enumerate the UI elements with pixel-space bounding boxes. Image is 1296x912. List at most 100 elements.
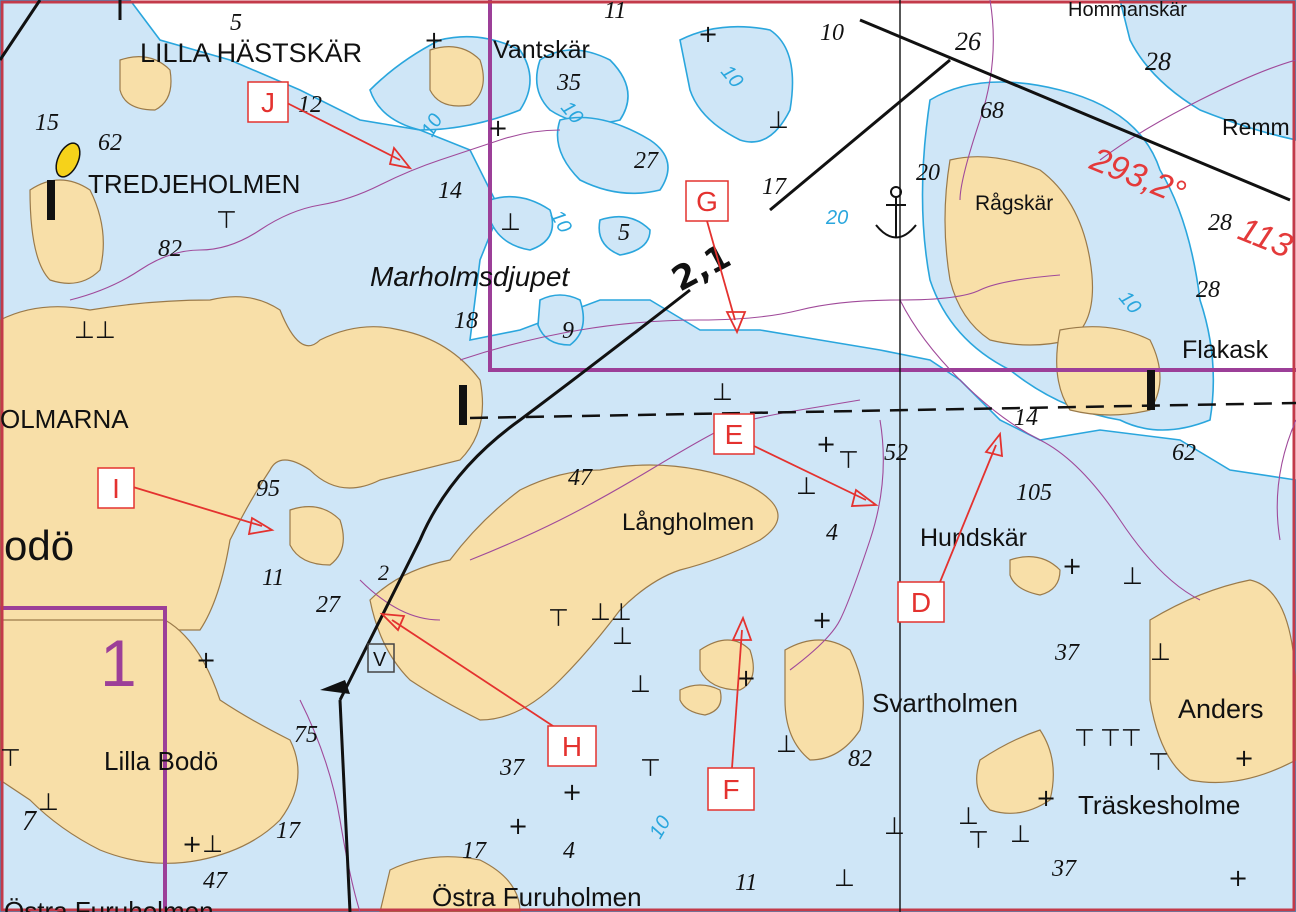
label-hommanskar: Hommanskär	[1068, 0, 1187, 21]
depth-sounding: 82	[848, 746, 872, 772]
depth-sounding: 28	[1196, 277, 1220, 303]
rock-symbols: +++ ⊥⊥⊤ ⊥⊥⊥+ ⊤⊥⊤ ⊥⊥⊥+ ⊥+⊥ ⊤++ +⊥+ ⊤⊤⊤⊤ +…	[0, 20, 1254, 892]
label-hundskar: Hundskär	[920, 524, 1027, 552]
marker-f: F	[707, 615, 755, 811]
depth-sounding: 27	[634, 148, 659, 174]
svg-text:⊥⊥: ⊥⊥	[590, 598, 632, 626]
anders-island	[1149, 579, 1296, 784]
depth-sounding: 17	[462, 838, 487, 864]
svg-text:+: +	[1036, 784, 1056, 812]
svg-text:⊥: ⊥	[958, 802, 979, 830]
depth-sounding: 5	[230, 10, 242, 36]
depth-sounding: 95	[256, 476, 280, 502]
svg-text:⊤: ⊤	[548, 604, 569, 632]
lilla-hastskar-islet	[119, 56, 172, 111]
lilla-bodo-island	[0, 619, 299, 864]
svg-text:+: +	[1228, 864, 1248, 892]
callout-markers: J G E I D H	[97, 81, 1004, 811]
svg-text:20: 20	[825, 207, 848, 229]
beacons	[47, 142, 1155, 694]
label-tredjeholmen: TREDJEHOLMEN	[88, 169, 300, 199]
svartholmen-island	[784, 639, 864, 761]
depth-sounding: 28	[1145, 47, 1171, 76]
svg-text:⊥: ⊥	[1010, 820, 1031, 848]
label-vantskar: Vantskär	[493, 36, 590, 64]
svg-text:⊥: ⊥	[884, 812, 905, 840]
hastskar-islet	[429, 46, 484, 107]
land	[0, 46, 1296, 912]
label-flakask: Flakask	[1182, 336, 1269, 364]
label-lilla-bodo: Lilla Bodö	[104, 746, 218, 776]
olmarna-island	[0, 296, 484, 631]
svg-text:+: +	[736, 664, 756, 692]
svg-text:⊥: ⊥	[834, 864, 855, 892]
svg-text:I: I	[112, 473, 120, 504]
svg-text:⊤⊤: ⊤⊤	[1100, 724, 1142, 752]
marker-e: E	[713, 413, 879, 507]
depth-sounding: 5	[618, 220, 630, 246]
marker-g: G	[685, 180, 747, 335]
label-traskesholme: Träskesholme	[1078, 790, 1240, 820]
svg-text:⊤: ⊤	[1074, 724, 1095, 752]
svg-text:⊤: ⊤	[640, 754, 661, 782]
marker-j: J	[247, 81, 413, 170]
svg-text:F: F	[722, 774, 739, 805]
zone-number: 1	[100, 626, 137, 700]
svg-text:J: J	[261, 87, 275, 118]
depth-sounding: 17	[762, 174, 787, 200]
svg-text:⊥: ⊥	[796, 472, 817, 500]
islet-f2	[679, 684, 722, 716]
depth-sounding: 26	[955, 27, 981, 56]
depth-sounding: 27	[316, 592, 341, 618]
marker-i: I	[97, 467, 275, 536]
label-olmarna: OLMARNA	[0, 404, 129, 434]
svg-text:V: V	[373, 649, 387, 671]
islet-i	[289, 506, 344, 566]
label-remm: Remm	[1222, 114, 1290, 140]
svg-text:E: E	[725, 419, 744, 450]
depth-sounding: 47	[203, 868, 228, 894]
svg-text:⊥: ⊥	[768, 106, 789, 134]
depth-sounding: 47	[568, 465, 593, 491]
svg-text:⊥: ⊥	[1122, 562, 1143, 590]
depth-sounding: 11	[262, 565, 284, 591]
svg-text:⊥⊥: ⊥⊥	[74, 316, 116, 344]
svg-text:+: +	[562, 778, 582, 806]
depth-sounding: 11	[604, 0, 626, 24]
label-ragskar: Rågskär	[975, 192, 1053, 215]
svg-text:+: +	[508, 812, 528, 840]
depth-sounding: 105	[1016, 480, 1052, 506]
label-langholmen: Långholmen	[622, 509, 754, 536]
traskesholmen-island	[976, 729, 1054, 814]
depth-sounding: 14	[438, 178, 462, 204]
marker-d: D	[897, 431, 1004, 623]
label-svartholmen: Svartholmen	[872, 688, 1018, 718]
depth-sounding: 7	[22, 806, 37, 837]
svg-text:H: H	[562, 731, 582, 762]
svg-text:⊥: ⊥	[38, 788, 59, 816]
marker-h: H	[379, 612, 597, 767]
svg-text:⊤: ⊤	[838, 446, 859, 474]
depth-sounding: 4	[826, 520, 838, 546]
depth-sounding: 37	[499, 755, 525, 781]
depth-sounding: 17	[276, 818, 301, 844]
depth-sounding: 2	[378, 560, 389, 585]
depth-sounding: 62	[1172, 440, 1196, 466]
depth-sounding: 37	[1051, 856, 1077, 882]
svg-text:+: +	[1062, 552, 1082, 580]
svg-text:D: D	[911, 587, 931, 618]
cable-lines	[69, 0, 1296, 912]
depth-sounding: 10	[820, 20, 844, 46]
depth-sounding: 18	[454, 308, 478, 334]
depth-sounding: 62	[98, 130, 122, 156]
hundskar-islet	[1009, 556, 1061, 596]
svg-text:⊥: ⊥	[500, 208, 521, 236]
anchorage-icon	[875, 186, 917, 239]
label-ostra-furuholmen: Östra Furuholmen	[432, 882, 642, 912]
depth-sounding: 37	[1054, 640, 1080, 666]
label-ostra-furuholmen-2: Östra Furuholmen	[4, 896, 214, 912]
